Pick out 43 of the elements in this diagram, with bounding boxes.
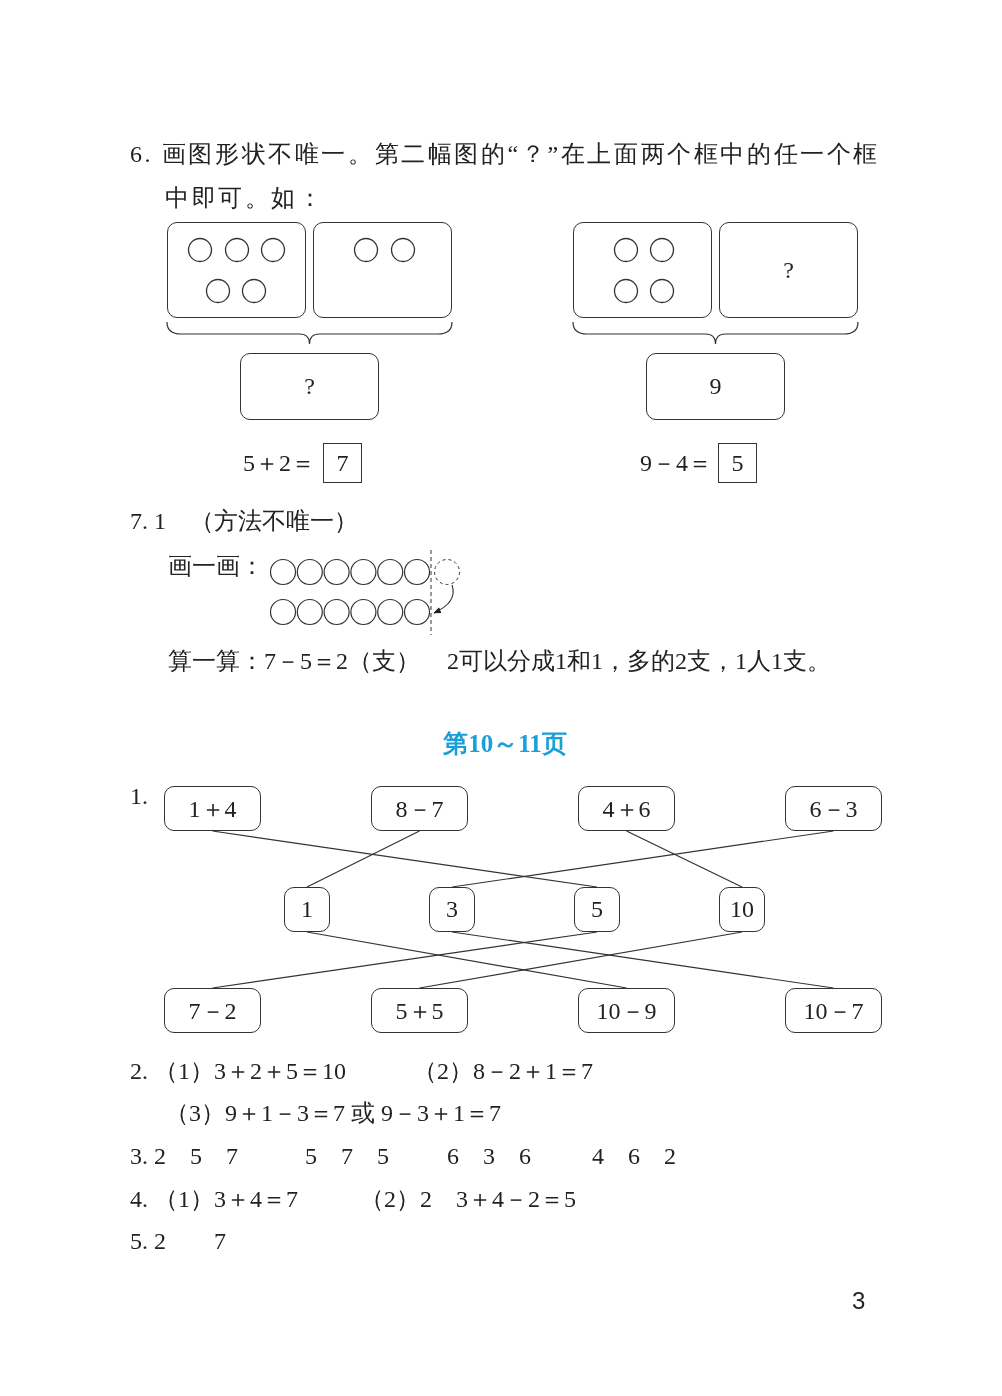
number-box: 9 [646,353,785,420]
number-box: 6－3 [785,786,882,831]
number-box: ? [719,222,858,318]
picture-box [313,222,452,318]
number-box: 5 [574,887,620,932]
number-box: 10－7 [785,988,882,1033]
number-box: 10 [719,887,765,932]
number-box: 5＋5 [371,988,468,1033]
prompt-text: 画一画： [168,552,264,581]
answer-text: 2可以分成1和1，多的2支，1人1支。 [447,647,831,676]
equation-text: 9－4＝ [640,449,712,478]
answer-text: 4 6 2 [592,1142,676,1171]
number-box: ? [240,353,379,420]
number-box: 4＋6 [578,786,675,831]
answer-text: 7. 1 [130,507,166,536]
answer-box: 5 [718,443,757,483]
answer-text: （2）8－2＋1＝7 [413,1057,593,1086]
answer-text: 算一算：7－5＝2（支） [168,647,420,676]
problem-text: 6. 画图形状不唯一。第二幅图的“？”在上面两个框中的任一个框中即可。如： [130,140,881,213]
answer-text: （2）2 3＋4－2＝5 [360,1185,576,1214]
number-box: 7－2 [164,988,261,1033]
equation-text: 5＋2＝ [243,449,315,478]
number-box: 10－9 [578,988,675,1033]
picture-box [573,222,712,318]
section-heading: 第10～11页 [442,729,568,759]
answer-text: 2. （1）3＋2＋5＝10 [130,1057,346,1086]
answer-text: 5 7 5 [305,1142,389,1171]
page-number: 3 [852,1286,866,1316]
answer-text: 3. 2 5 7 [130,1142,238,1171]
answer-text: （3）9＋1－3＝7 或 9－3＋1＝7 [165,1099,501,1128]
note-text: （方法不唯一） [190,507,358,536]
problem-number: 1. [130,782,148,811]
matching-line [306,830,421,888]
answer-text: 5. 2 7 [130,1227,226,1256]
number-box: 1＋4 [164,786,261,831]
answer-box: 7 [323,443,362,483]
answer-text: 6 3 6 [447,1142,531,1171]
number-box: 1 [284,887,330,932]
answer-text: 4. （1）3＋4＝7 [130,1185,298,1214]
number-box: 3 [429,887,475,932]
picture-box [167,222,306,318]
number-box: 8－7 [371,786,468,831]
matching-line [625,830,743,888]
